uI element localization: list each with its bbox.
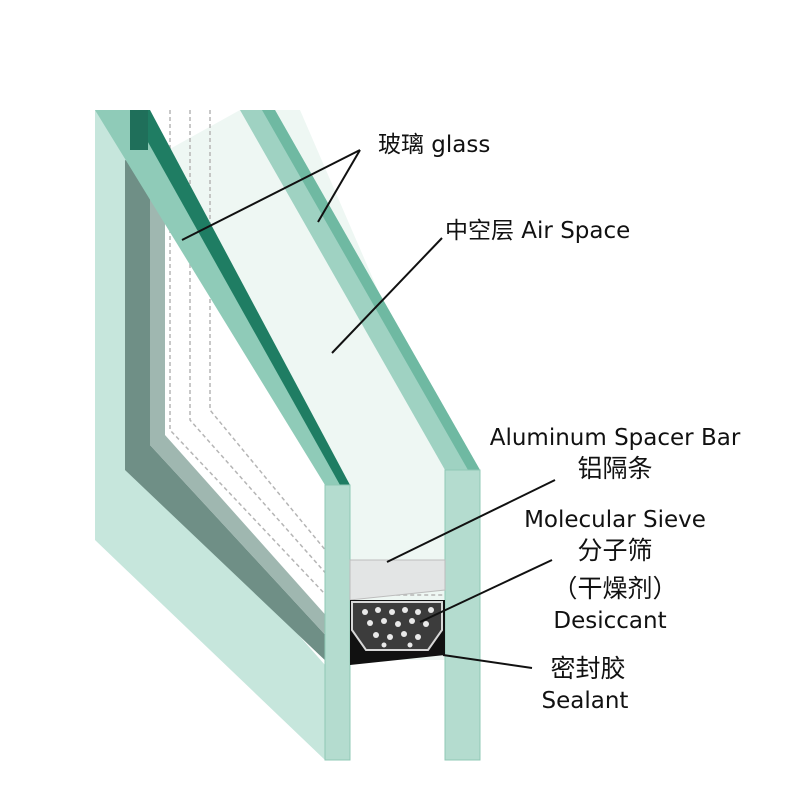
- label-glass: 玻璃 glass: [378, 132, 491, 158]
- back-glass-front-strip: [325, 485, 350, 760]
- back-glass-edge: [95, 110, 350, 485]
- back-glass-edge-top: [130, 110, 148, 150]
- leader-glass-right: [317, 149, 361, 223]
- label-sieve-zh: 分子筛: [577, 536, 653, 565]
- desiccant-beads: [362, 607, 434, 648]
- front-glass-front-strip: [445, 470, 480, 760]
- label-sealant-zh: 密封胶: [550, 654, 626, 683]
- label-spacer-en: Aluminum Spacer Bar: [489, 425, 741, 451]
- leader-spacer: [386, 479, 556, 563]
- back-glass-inner-band: [125, 160, 330, 665]
- label-spacer-zh: 铝隔条: [577, 454, 653, 483]
- label-sieve-en: Molecular Sieve: [524, 507, 706, 533]
- leader-sieve: [419, 559, 553, 623]
- label-desiccant-en: Desiccant: [553, 608, 667, 634]
- front-glass-edge-line: [262, 110, 480, 470]
- spacer-bar-section: [349, 559, 446, 601]
- back-glass-face: [95, 110, 325, 760]
- label-air-space: 中空层 Air Space: [445, 218, 631, 244]
- label-sealant-en: Sealant: [541, 688, 629, 714]
- leader-glass-left: [181, 149, 361, 241]
- air-space-region: [150, 110, 460, 660]
- leader-air-space: [331, 237, 443, 354]
- leader-sealant: [442, 654, 533, 669]
- label-desiccant-zh: （干燥剂）: [552, 574, 678, 603]
- back-glass-edge-dark: [130, 110, 350, 485]
